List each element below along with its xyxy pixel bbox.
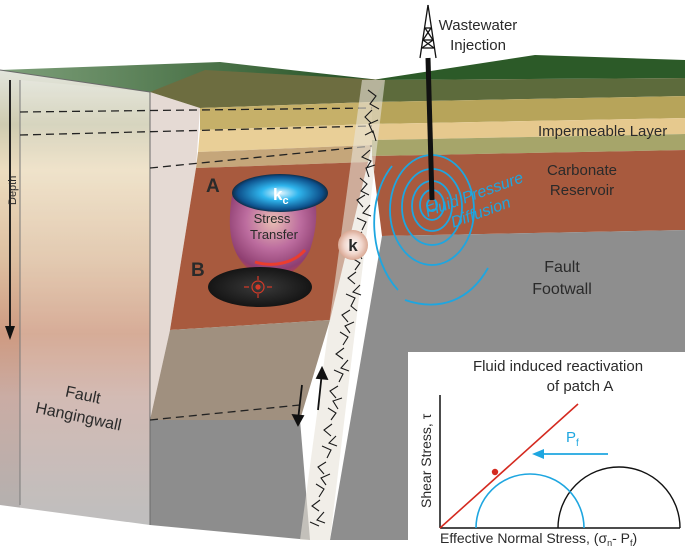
mohr-circle-initial [557, 466, 681, 529]
fault-damage-zone [291, 80, 385, 540]
injection-well-derrick-icon [419, 4, 437, 59]
k-label: k [348, 236, 358, 255]
fault-slip-arrows [291, 365, 329, 427]
carbonate-label-line2: Reservoir [550, 182, 614, 199]
fault-footwall-label-line2: Footwall [532, 281, 592, 298]
wastewater-label-line1: Wastewater [439, 17, 518, 34]
stress-label-line2: Transfer [250, 227, 299, 242]
footwall-surface [372, 55, 685, 80]
patch-b-label: B [191, 260, 205, 281]
pf-arrow-head [532, 449, 544, 459]
patch-a-label: A [206, 176, 220, 197]
fault-footwall-label-line1: Fault [544, 259, 580, 276]
failure-contact-point [491, 468, 499, 476]
patch-b-rupture-icon [244, 276, 272, 298]
wastewater-label-line2: Injection [450, 37, 506, 54]
inset-title-line2: of patch A [547, 378, 614, 395]
patch-a-ellipse [232, 174, 328, 212]
carbonate-label-line1: Carbonate [547, 162, 617, 179]
pf-label: Pf [566, 429, 579, 449]
impermeable-layer-label: Impermeable Layer [538, 123, 667, 140]
inset-y-label: Shear Stress, τ [418, 413, 434, 508]
left-cutaway-face [0, 69, 151, 525]
permeability-k-circle [338, 230, 368, 260]
injection-wellbore [425, 57, 435, 201]
mohr-inset: Fluid induced reactivation of patch A Pf… [408, 352, 685, 546]
depth-arrow [5, 80, 15, 340]
carbonate-reservoir-band [372, 150, 685, 236]
stress-label-line1: Stress [254, 211, 291, 226]
kc-label: kc [273, 185, 289, 207]
hangingwall-basement [150, 420, 310, 540]
dashed-layer-lines [19, 107, 373, 421]
mohr-circle-shifted [475, 473, 585, 529]
stress-transfer-zone [229, 190, 317, 279]
depth-label: Depth [7, 176, 19, 205]
inset-title-line1: Fluid induced reactivation [473, 358, 643, 375]
inset-x-label: Effective Normal Stress, (σn- Pf) [440, 530, 637, 546]
failure-envelope-line [439, 403, 579, 529]
impermeable-layer-band [372, 134, 685, 156]
